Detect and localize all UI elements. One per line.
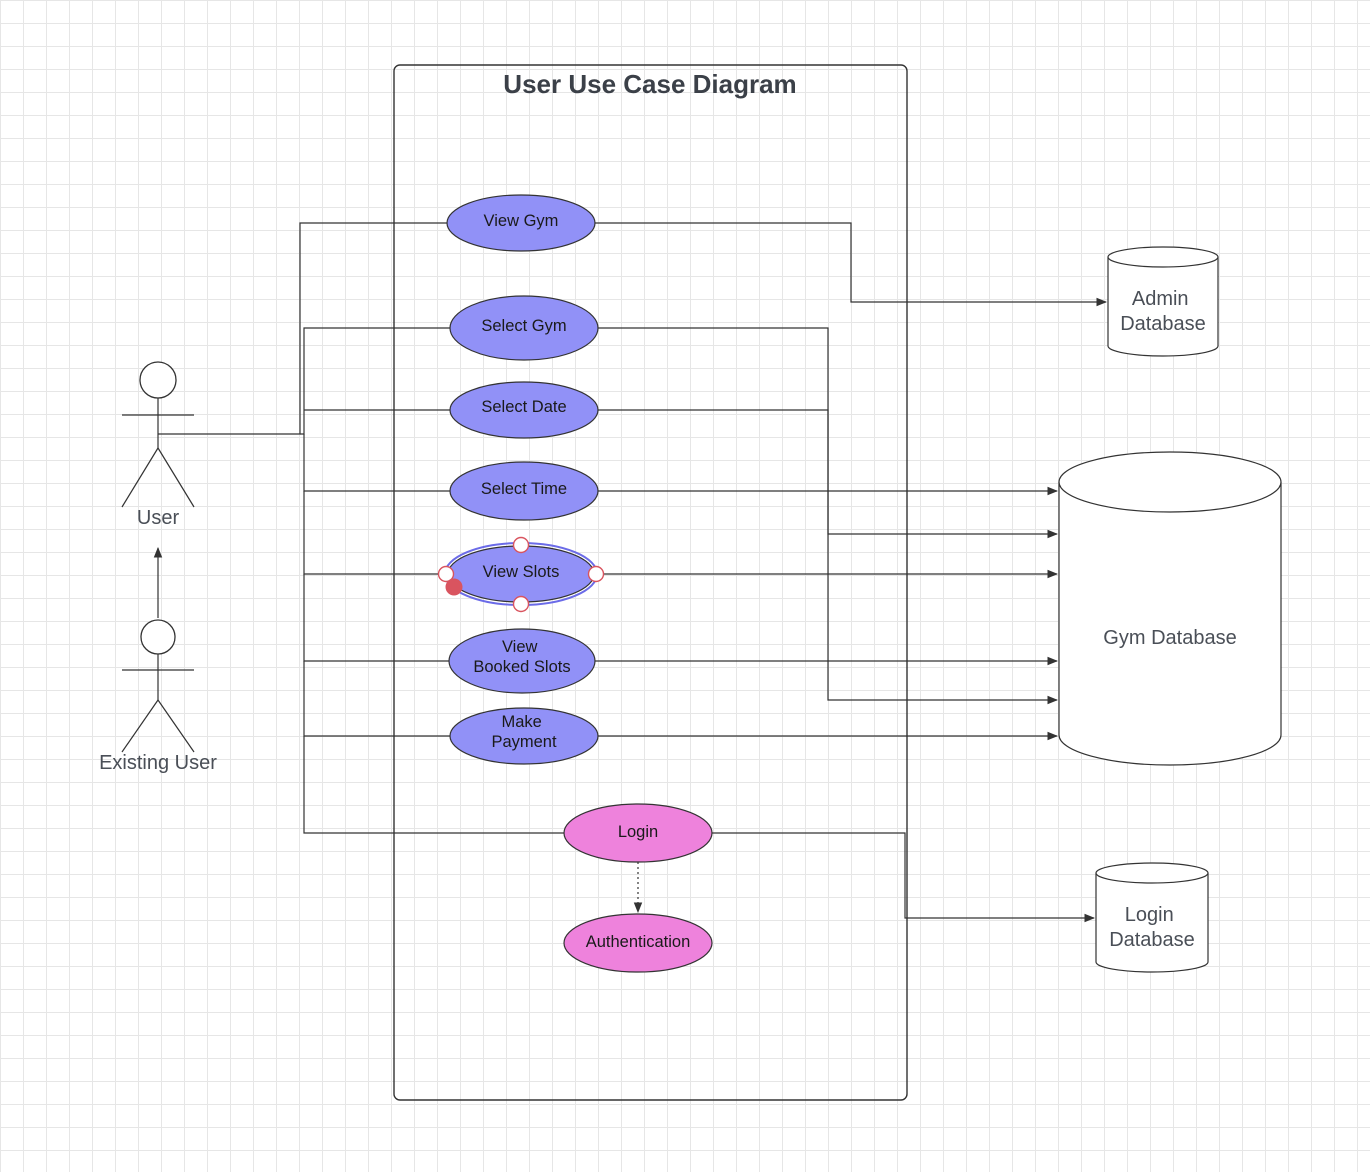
admin-database-label-line2: Database [1120,313,1206,335]
use-case-label-line1: Make [502,713,542,731]
actor-existing-user-label: Existing User [99,752,217,774]
svg-text:Authentication: Authentication [586,933,691,951]
use-case-label: Select Time [481,480,567,498]
svg-text:Login: Login [618,823,658,841]
diagram-title: User Use Case Diagram [503,69,796,99]
svg-text:View Slots: View Slots [483,563,560,581]
database-connectors [595,222,1108,923]
use-case-label-line2: Payment [491,733,557,751]
svg-text:View Booked Slots: View Booked Slots [473,638,570,676]
svg-text:Select Time: Select Time [481,480,567,498]
use-case-label: Authentication [586,933,691,951]
svg-text:Make Payment: Make Payment [491,713,557,751]
svg-text:Select Gym: Select Gym [481,317,566,335]
svg-text:View Gym: View Gym [484,212,559,230]
system-boundary[interactable] [393,64,908,1101]
use-case-view-gym[interactable]: View Gym [446,194,596,252]
svg-text:Gym Database: Gym Database [1103,627,1236,649]
use-case-label: Login [618,823,658,841]
use-case-view-booked-slots[interactable]: View Booked Slots [448,628,596,694]
gym-database[interactable]: Gym Database [1058,451,1282,766]
use-case-label: View Gym [484,212,559,230]
use-case-label-line2: Booked Slots [473,658,570,676]
use-case-select-date[interactable]: Select Date [449,381,599,439]
admin-database[interactable]: Admin Database [1107,246,1219,357]
actor-user-label: User [137,507,180,529]
actor-existing-user[interactable] [121,619,195,753]
use-case-label: Select Gym [481,317,566,335]
use-case-select-time[interactable]: Select Time [449,461,599,521]
use-case-select-gym[interactable]: Select Gym [449,295,599,361]
connection-point-handle [445,578,463,596]
use-case-label: Select Date [481,398,566,416]
gym-database-label: Gym Database [1103,627,1236,649]
use-case-login[interactable]: Login [563,803,713,863]
use-case-label-line1: View [502,638,538,656]
actor-connectors [158,222,565,834]
svg-text:Select Date: Select Date [481,398,566,416]
login-database-label-line2: Database [1109,929,1195,951]
use-case-label: View Slots [483,563,560,581]
svg-text:Login Database: Login Database [1109,904,1195,951]
actor-user[interactable] [121,361,195,508]
selection-handles[interactable] [437,536,605,613]
use-case-make-payment[interactable]: Make Payment [449,707,599,765]
login-database-label-line1: Login [1125,904,1174,926]
admin-database-label-line1: Admin [1132,288,1189,310]
use-case-authentication[interactable]: Authentication [563,913,713,973]
login-database[interactable]: Login Database [1095,862,1209,973]
svg-text:Admin Database: Admin Database [1120,288,1206,335]
